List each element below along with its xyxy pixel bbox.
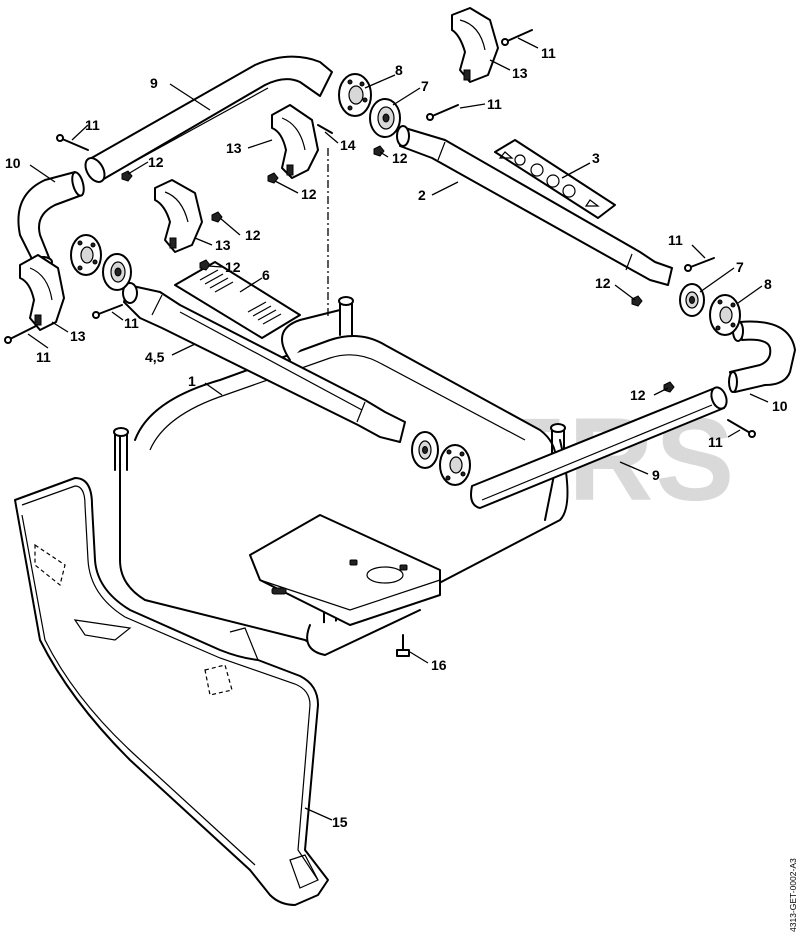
callout-13-mid: 13 xyxy=(215,237,231,253)
callout-9-front: 9 xyxy=(652,467,660,483)
grass-bag-part-15 xyxy=(14,477,329,906)
clamp-part-13-top-right xyxy=(451,7,499,83)
callout-12-mid: 12 xyxy=(245,227,261,243)
clamp-part-13-center xyxy=(271,104,319,179)
callout-3: 3 xyxy=(592,150,600,166)
callout-11-left-mid: 11 xyxy=(124,315,139,331)
vent-plate-part-6 xyxy=(174,261,301,339)
pin-part-14 xyxy=(317,124,333,134)
elbow-right-part-10 xyxy=(728,320,796,393)
document-code: 4313-GET-0002-A3 xyxy=(788,858,798,932)
nuts-part-12 xyxy=(121,145,675,393)
bearing-part-7-right xyxy=(679,283,705,317)
decal-part-3 xyxy=(494,139,616,219)
callout-12-upper-mid: 12 xyxy=(392,150,408,166)
axle-rod-upper-part-2 xyxy=(396,125,673,286)
callout-11-top-right: 11 xyxy=(541,45,556,61)
hub-part-8-upper xyxy=(338,73,372,117)
hub-part-8-front xyxy=(439,444,471,486)
callout-6: 6 xyxy=(262,267,270,283)
handle-bar-rear-part-9 xyxy=(84,55,333,183)
callout-11-right: 11 xyxy=(668,232,683,248)
callout-12-mid-lower: 12 xyxy=(225,259,241,275)
callout-8-right: 8 xyxy=(764,276,772,292)
bearing-part-7-upper xyxy=(369,98,401,138)
callout-14: 14 xyxy=(340,137,356,153)
callout-11-top-left: 11 xyxy=(85,117,100,133)
callout-12-top-left: 12 xyxy=(148,154,164,170)
callout-11-upper-mid: 11 xyxy=(487,96,502,112)
callout-12-center: 12 xyxy=(301,186,317,202)
callout-1: 1 xyxy=(188,373,196,389)
callout-7-upper: 7 xyxy=(421,78,429,94)
callout-12-right: 12 xyxy=(595,275,611,291)
bolts-part-11 xyxy=(4,29,756,438)
elbow-left-part-10 xyxy=(17,171,85,268)
callout-10-right: 10 xyxy=(772,398,788,414)
callout-13-left: 13 xyxy=(70,328,86,344)
callout-11-left: 11 xyxy=(36,349,51,365)
callout-10-left: 10 xyxy=(5,155,21,171)
leader-lines xyxy=(27,37,769,821)
callout-11-front-right: 11 xyxy=(708,434,723,450)
hub-part-8-left xyxy=(70,234,102,276)
callout-9-rear: 9 xyxy=(150,75,158,91)
axle-rod-lower-part-4-5 xyxy=(122,282,406,443)
bearing-part-7-front xyxy=(411,431,439,469)
callout-13-center: 13 xyxy=(226,140,242,156)
callout-7-right: 7 xyxy=(736,259,744,275)
handle-bar-front-part-9 xyxy=(470,386,728,509)
hub-part-8-right xyxy=(709,294,741,336)
callout-8-upper: 8 xyxy=(395,62,403,78)
callout-4-5: 4,5 xyxy=(145,349,165,365)
callout-13-top-right: 13 xyxy=(512,65,528,81)
callout-2: 2 xyxy=(418,187,426,203)
callout-15: 15 xyxy=(332,814,348,830)
screw-part-16 xyxy=(396,634,410,657)
bearing-part-7-left xyxy=(102,253,132,291)
clamp-part-13-mid xyxy=(154,179,203,253)
callout-16: 16 xyxy=(431,657,447,673)
callout-labels: 9 10 11 12 8 7 11 12 13 14 12 11 13 3 2 … xyxy=(5,45,788,830)
callout-12-front-right: 12 xyxy=(630,387,646,403)
clamp-part-13-left xyxy=(19,254,65,331)
